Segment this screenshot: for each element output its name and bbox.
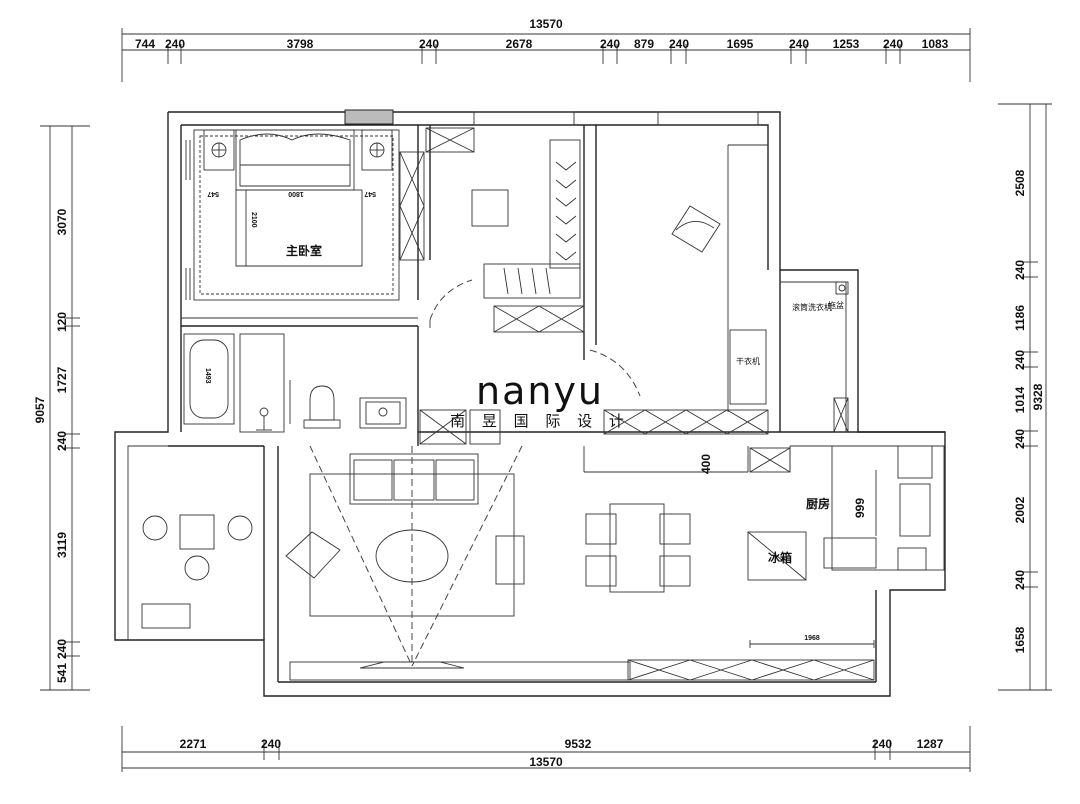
living-room: 1968 bbox=[285, 445, 875, 681]
bathtub-dim: 1493 bbox=[204, 368, 211, 384]
dim-1968: 1968 bbox=[804, 635, 820, 642]
dim-top-10: 1253 bbox=[833, 37, 860, 51]
label-fridge: 冰箱 bbox=[768, 550, 792, 565]
dim-left-0: 3070 bbox=[55, 208, 69, 235]
walk-in-closet bbox=[399, 127, 585, 333]
dim-left-3: 240 bbox=[55, 431, 69, 451]
dim-right-3: 240 bbox=[1013, 350, 1027, 370]
dim-right-2: 1186 bbox=[1013, 305, 1027, 331]
dim-right-6: 2002 bbox=[1013, 496, 1027, 523]
label-master-bedroom: 主卧室 bbox=[286, 243, 322, 258]
dim-top-6: 879 bbox=[634, 37, 654, 51]
logo-sub-text: 南 昱 国 际 设 计 bbox=[450, 412, 630, 430]
dim-left-6: 541 bbox=[55, 663, 69, 683]
dim-left-5: 240 bbox=[55, 639, 69, 659]
dim-top-8: 1695 bbox=[727, 37, 754, 51]
label-mop-sink: 拖盆 bbox=[828, 300, 844, 310]
logo-main-text: nanyu bbox=[476, 369, 604, 413]
dim-right-5: 240 bbox=[1013, 429, 1027, 449]
dim-bottom-3: 240 bbox=[872, 737, 892, 751]
dim-bottom-total: 13570 bbox=[529, 755, 563, 769]
dim-bottom-1: 240 bbox=[261, 737, 281, 751]
bottom-dimensions: 2271 240 9532 240 1287 13570 bbox=[121, 726, 971, 772]
dim-bottom-2: 9532 bbox=[565, 737, 592, 751]
dim-top-total: 13570 bbox=[529, 17, 563, 31]
dim-right-7: 240 bbox=[1013, 570, 1027, 590]
dim-top-12: 1083 bbox=[922, 37, 949, 51]
top-dimensions: 13570 744 240 3798 240 2678 240 879 240 … bbox=[121, 17, 971, 82]
dim-top-7: 240 bbox=[669, 37, 689, 51]
dining-area bbox=[585, 503, 691, 593]
dim-left-total: 9057 bbox=[33, 396, 47, 423]
right-dimensions: 2508 240 1186 240 1014 240 2002 240 1658… bbox=[998, 103, 1052, 691]
dim-top-4: 2678 bbox=[506, 37, 533, 51]
dim-right-1: 240 bbox=[1013, 260, 1027, 280]
balcony bbox=[141, 514, 253, 629]
dim-top-0: 744 bbox=[135, 37, 155, 51]
master-bedroom: 547 547 1800 2100 主卧室 bbox=[185, 129, 400, 301]
dim-top-9: 240 bbox=[789, 37, 809, 51]
dim-top-1: 240 bbox=[165, 37, 185, 51]
nightstand-right-dim: 547 bbox=[364, 190, 376, 197]
label-dryer: 干衣机 bbox=[736, 356, 760, 366]
left-dimensions: 9057 3070 120 1727 240 3119 240 541 bbox=[33, 125, 90, 691]
walls bbox=[114, 109, 946, 697]
dim-right-0: 2508 bbox=[1013, 169, 1027, 196]
dim-bottom-4: 1287 bbox=[917, 737, 944, 751]
brand-logo: nanyu 南 昱 国 际 设 计 bbox=[450, 369, 630, 430]
label-washer: 滚筒洗衣机 bbox=[792, 302, 832, 312]
dim-999: 999 bbox=[853, 498, 867, 518]
second-bedroom: 干衣机 bbox=[589, 205, 769, 435]
dim-top-11: 240 bbox=[883, 37, 903, 51]
dim-left-1: 120 bbox=[55, 312, 69, 332]
dim-left-4: 3119 bbox=[55, 532, 69, 558]
bed-width-dim: 1800 bbox=[288, 190, 304, 197]
bed-length-dim: 2100 bbox=[250, 212, 257, 228]
kitchen: 400 厨房 999 冰箱 bbox=[699, 445, 945, 581]
dim-right-8: 1658 bbox=[1013, 626, 1027, 653]
dim-top-2: 3798 bbox=[287, 37, 314, 51]
dim-left-2: 1727 bbox=[55, 366, 69, 393]
nightstand-left-dim: 547 bbox=[207, 190, 219, 197]
dim-400: 400 bbox=[699, 454, 713, 474]
dim-top-5: 240 bbox=[600, 37, 620, 51]
dim-right-total: 9328 bbox=[1031, 383, 1045, 410]
laundry-area: 滚筒洗衣机 拖盆 bbox=[792, 281, 849, 433]
dim-bottom-0: 2271 bbox=[180, 737, 207, 751]
label-kitchen: 厨房 bbox=[806, 496, 830, 511]
dim-right-4: 1014 bbox=[1013, 386, 1027, 413]
dim-top-3: 240 bbox=[419, 37, 439, 51]
bathroom: 1493 bbox=[183, 333, 501, 445]
